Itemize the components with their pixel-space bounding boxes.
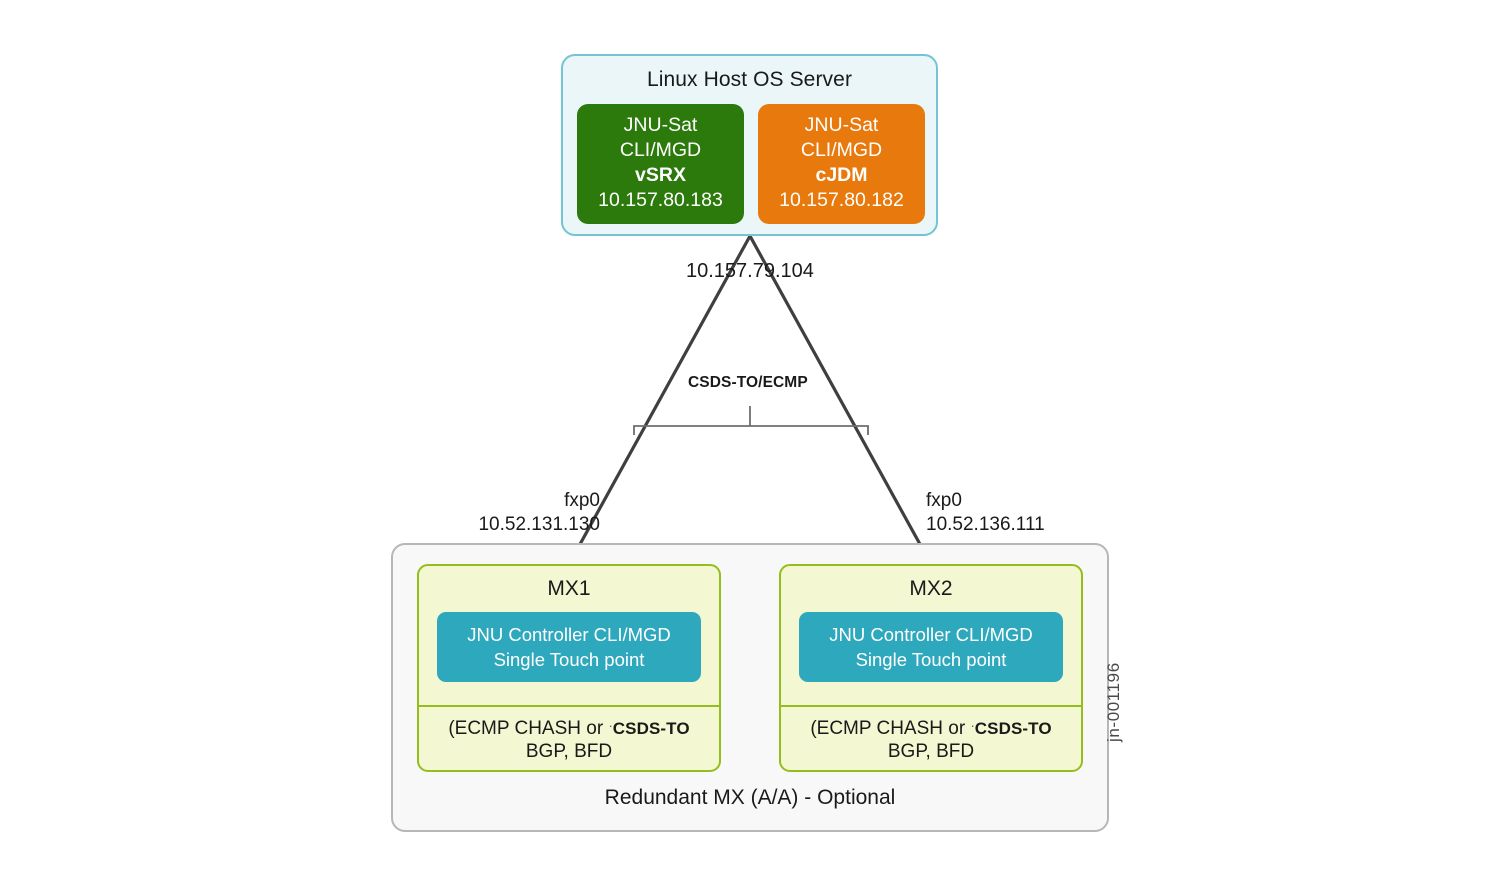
mx1-controller-box[interactable]: JNU Controller CLI/MGD Single Touch poin… [437, 612, 701, 682]
vsrx-line-1: JNU-Sat [623, 114, 698, 136]
cjdm-line-2: CLI/MGD [800, 139, 883, 161]
left-interface-label: fxp0 10.52.131.130 [452, 489, 600, 537]
mx2-protocol-line-2: BGP, BFD [887, 741, 975, 762]
vm-box-cjdm[interactable]: JNU-Sat CLI/MGD cJDM 10.157.80.182 [758, 104, 925, 224]
mx2-controller-line-1: JNU Controller CLI/MGD [829, 624, 1033, 645]
mx2-protocol-note: (ECMP CHASH or ·CSDS-TO BGP, BFD [781, 714, 1081, 763]
vsrx-ip: 10.157.80.183 [598, 189, 723, 211]
mx2-controller-line-2: Single Touch point [855, 649, 1007, 670]
figure-id-watermark: jn-001196 [1104, 662, 1123, 742]
mx2-title: MX2 [909, 577, 953, 600]
mx1-protocol-note: (ECMP CHASH or ·CSDS-TO BGP, BFD [419, 714, 719, 763]
left-interface-name: fxp0 [564, 490, 600, 511]
mx-device-mx2[interactable]: MX2 JNU Controller CLI/MGD Single Touch … [779, 564, 1083, 772]
vsrx-line-2: CLI/MGD [619, 139, 702, 161]
right-interface-ip: 10.52.136.111 [926, 514, 1045, 535]
mx1-protocol-bold: CSDS-TO [612, 719, 690, 738]
mx2-controller-box[interactable]: JNU Controller CLI/MGD Single Touch poin… [799, 612, 1063, 682]
linux-host-container: Linux Host OS Server JNU-Sat CLI/MGD vSR… [561, 54, 938, 236]
mx2-protocol-bold: CSDS-TO [974, 719, 1052, 738]
host-title: Linux Host OS Server [646, 68, 853, 91]
mx1-protocol-line-1: (ECMP CHASH or ·CSDS-TO [419, 714, 719, 740]
cjdm-ip: 10.157.80.182 [779, 189, 904, 211]
mx1-controller-line-1: JNU Controller CLI/MGD [467, 624, 671, 645]
cjdm-line-1: JNU-Sat [804, 114, 879, 136]
right-interface-label: fxp0 10.52.136.111 [926, 489, 1086, 537]
redundant-mx-caption: Redundant MX (A/A) - Optional [604, 786, 896, 809]
link-line-right [748, 234, 934, 568]
mx1-title: MX1 [547, 577, 591, 600]
mx2-divider [781, 705, 1081, 707]
cjdm-name: cJDM [815, 164, 868, 186]
right-interface-name: fxp0 [926, 490, 962, 511]
mx1-protocol-line-2: BGP, BFD [525, 741, 613, 762]
left-interface-ip: 10.52.131.130 [478, 514, 600, 535]
mx2-protocol-tick: · [970, 718, 975, 733]
mx2-protocol-prefix: (ECMP CHASH or [810, 718, 971, 739]
csds-ecmp-label: CSDS-TO/ECMP [688, 374, 808, 391]
vsrx-name: vSRX [635, 164, 686, 186]
vm-box-vsrx[interactable]: JNU-Sat CLI/MGD vSRX 10.157.80.183 [577, 104, 744, 224]
mx1-divider [419, 705, 719, 707]
mx-device-mx1[interactable]: MX1 JNU Controller CLI/MGD Single Touch … [417, 564, 721, 772]
ecmp-bracket [633, 425, 869, 435]
mx2-protocol-line-1: (ECMP CHASH or ·CSDS-TO [781, 714, 1081, 740]
apex-ip-label: 10.157.79.104 [686, 260, 814, 282]
mx1-protocol-prefix: (ECMP CHASH or [448, 718, 609, 739]
mx1-controller-line-2: Single Touch point [493, 649, 645, 670]
mx1-protocol-tick: · [608, 718, 613, 733]
